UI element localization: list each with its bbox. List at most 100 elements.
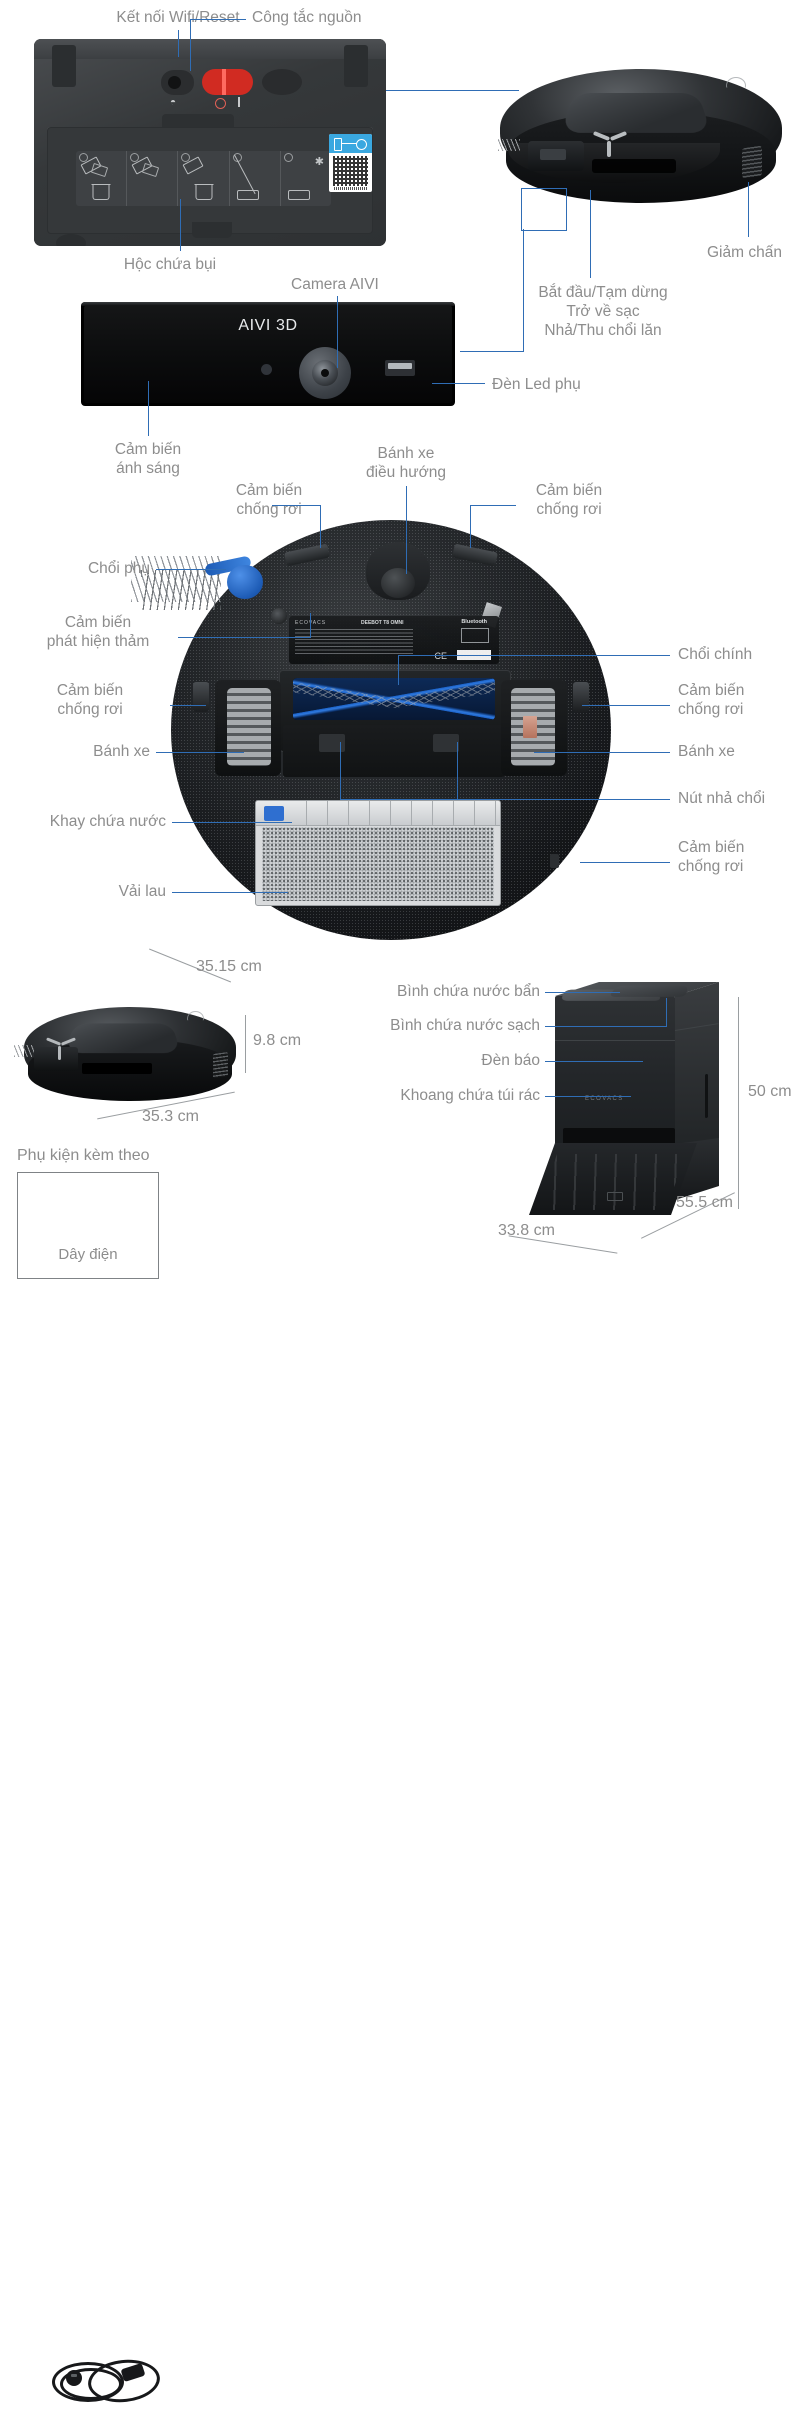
dim-dock-width: 33.8 cm <box>498 1222 555 1239</box>
label-dirty-water-tank: Bình chứa nước bẩn <box>397 983 540 1000</box>
robot-side-view-image <box>14 985 246 1105</box>
caster-wheel-ball <box>381 568 415 598</box>
cliff-sensor-side-right <box>573 682 589 712</box>
power-switch[interactable] <box>202 69 253 95</box>
dock-station-image: ECOVACS <box>529 978 760 1243</box>
power-cable-image <box>48 2356 162 2410</box>
leader-light-sensor <box>148 381 149 436</box>
water-tank-grid <box>286 801 500 825</box>
leader-side-brush <box>156 569 226 570</box>
label-side-brush: Chổi phụ <box>87 560 150 577</box>
water-tank-mop-module <box>255 800 501 906</box>
label-mop-cloth: Vải lau <box>118 883 166 900</box>
pictogram-2 <box>127 151 179 206</box>
power-off-icon <box>215 98 226 109</box>
label-wifi-reset: Kết nối Wifi/Reset <box>116 9 240 26</box>
accessories-title: Phụ kiện kèm theo <box>17 1147 150 1164</box>
panel-bottom-tab <box>192 222 232 238</box>
leader-main-brush-h <box>398 655 670 656</box>
label-plate-model: DEEBOT T8 OMNI <box>361 620 404 626</box>
leader-main-brush-v <box>398 655 399 685</box>
leader-brush-release-v2 <box>457 742 458 800</box>
label-water-tray: Khay chứa nước <box>49 813 166 830</box>
cable-plug-pin <box>71 2374 77 2377</box>
ce-mark-icon: CE <box>434 651 447 661</box>
label-main-brush: Chổi chính <box>678 646 753 663</box>
leader-indicator-light <box>545 1061 643 1062</box>
highlight-box-sensor <box>521 188 567 231</box>
top-cover-panel-image: ◓ ✱ <box>34 39 386 246</box>
leader-cliff-tl-h <box>272 505 320 506</box>
label-dust-bin: Hộc chứa bụi <box>123 256 217 273</box>
leader-cliff-tl-v <box>320 505 321 548</box>
brush-release-latch-right[interactable] <box>433 734 459 752</box>
dim-height: 9.8 cm <box>253 1032 302 1049</box>
leader-dust-bag-compartment <box>545 1096 631 1097</box>
label-cliff-sensor-top-left: Cảm biến chống rơi <box>235 482 303 518</box>
leader-cliff-bottom-right <box>580 862 670 863</box>
leader-carpet-sensor-h <box>178 637 310 638</box>
robot-circle-icon <box>356 139 367 150</box>
leader-sensor-box-v <box>523 229 524 351</box>
cliff-sensor-side-left <box>193 682 209 712</box>
product-label-plate: ECOVACS DEEBOT T8 OMNI Bluetooth CE <box>289 616 499 664</box>
label-wheel-left: Bánh xe <box>93 743 150 760</box>
diagram-canvas: ◓ ✱ Kết nối Wifi/Reset Công tắc nguồ <box>14 9 792 2406</box>
panel-top-strip <box>34 39 386 59</box>
leader-dirty-water-tank <box>545 992 620 993</box>
dock-side-vent-icon <box>705 1073 708 1119</box>
leader-clean-water-tank-h <box>545 1026 666 1027</box>
pictogram-4 <box>230 151 281 206</box>
wifi-icon: ◓ <box>170 97 177 108</box>
side-brush-bristles-2 <box>141 570 221 610</box>
dock-side-face <box>675 982 719 1158</box>
brush-release-latch-left[interactable] <box>319 734 345 752</box>
leader-cliff-tr-v <box>470 505 471 548</box>
drive-wheel-left <box>227 688 271 766</box>
leader-power-switch-v <box>190 19 191 71</box>
leader-clean-water-tank-v <box>666 998 667 1027</box>
label-cliff-sensor-left: Cảm biến chống rơi <box>56 682 124 718</box>
aux-led-strip-icon <box>388 363 412 369</box>
robot-brand-logo-icon <box>726 77 746 88</box>
leader-brush-release-v1 <box>340 742 341 800</box>
label-plate-cert-box <box>461 628 489 643</box>
wifi-reset-dot-icon <box>168 76 181 89</box>
side-lid <box>65 1023 181 1054</box>
qr-sticker <box>329 134 372 192</box>
leader-wheel-left <box>156 752 244 753</box>
front-panel-face <box>84 305 452 403</box>
accessory-name: Dây điện <box>58 1246 118 1263</box>
front-panel-title: AIVI 3D <box>238 317 298 334</box>
side-brush-tip <box>14 1045 34 1057</box>
water-tank-slider[interactable] <box>264 806 284 821</box>
qr-sticker-text <box>334 187 367 190</box>
leader-wifi-reset <box>178 30 179 57</box>
underside-warning-tag <box>523 716 537 738</box>
panel-round-cap <box>262 69 302 95</box>
side-y-button-icon <box>44 1037 78 1060</box>
panel-wheel-shadow <box>56 234 86 246</box>
front-panel-image: AIVI 3D <box>81 302 455 406</box>
panel-notch-left <box>52 45 76 87</box>
pictogram-1 <box>76 151 128 206</box>
dim-width: 35.3 cm <box>142 1108 199 1125</box>
mop-cloth-pad <box>262 827 494 901</box>
camera-aperture-icon <box>321 369 329 377</box>
dim-arrow-height <box>245 1015 247 1073</box>
leader-wheel-right <box>534 752 670 753</box>
leader-cliff-left <box>170 705 206 706</box>
leader-cliff-tr-h <box>470 505 516 506</box>
label-robot-buttons: Bắt đầu/Tạm dừng Trở về sạc Nhả/Thu chổi… <box>538 284 668 339</box>
power-switch-slider <box>222 69 226 95</box>
phone-icon <box>334 138 342 151</box>
robot-underside-image: ECOVACS DEEBOT T8 OMNI Bluetooth CE <box>131 520 611 940</box>
label-cliff-sensor-top-right: Cảm biến chống rơi <box>535 482 603 518</box>
leader-led-aux <box>432 383 485 384</box>
dock-seam-front <box>555 1040 675 1041</box>
dim-arrow-dock-height <box>738 997 740 1209</box>
label-power-switch: Công tắc nguồn <box>252 9 362 26</box>
side-front-slot <box>82 1063 152 1074</box>
leader-mop-cloth <box>172 892 288 893</box>
robot-y-button-icon[interactable] <box>590 130 630 157</box>
